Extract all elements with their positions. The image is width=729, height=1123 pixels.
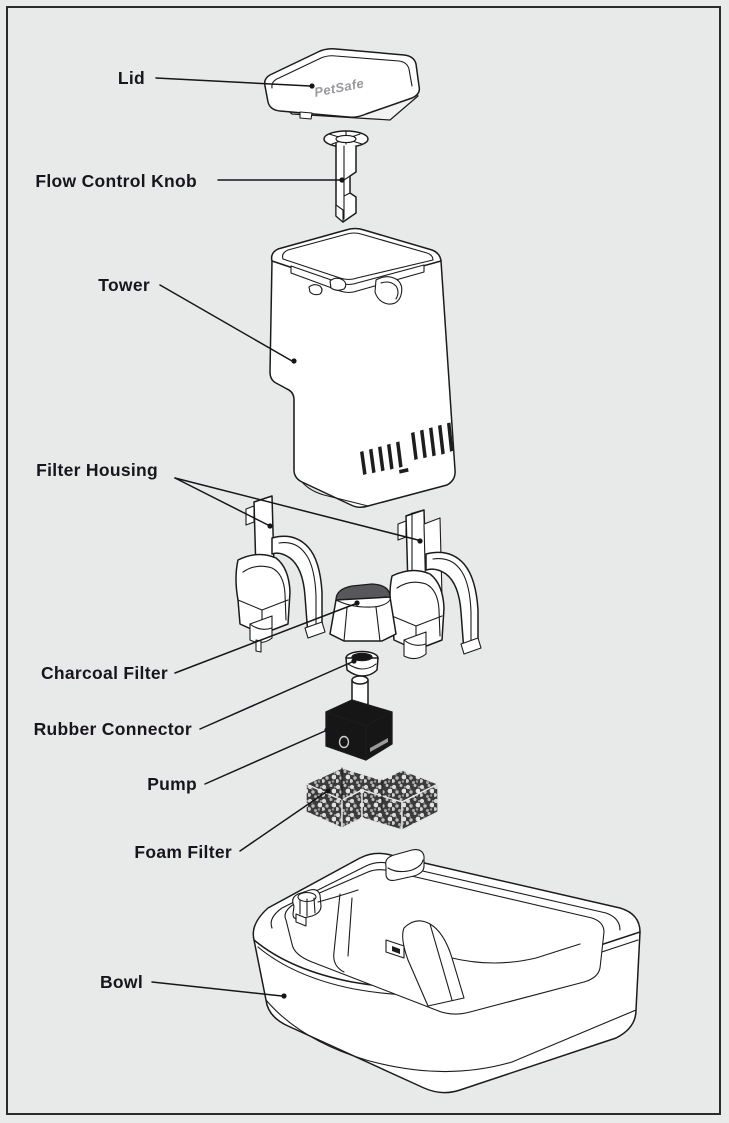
part-lid: PetSafe <box>263 48 421 121</box>
label-lid: Lid <box>118 68 145 88</box>
part-filter-housing-left <box>235 495 326 653</box>
tower-vent-slots-left <box>360 441 403 475</box>
part-charcoal-filter <box>329 583 397 642</box>
callout-rubber-connector: Rubber Connector <box>34 658 357 739</box>
leader-dot-filter-housing-right <box>417 538 423 544</box>
leader-dot-foam-filter <box>325 788 331 794</box>
callout-foam-filter: Foam Filter <box>134 788 331 862</box>
leader-line-tower <box>159 284 293 362</box>
leader-line-filter-housing-left <box>174 477 269 526</box>
part-tower <box>269 227 456 509</box>
tower-vent-slots-right <box>411 422 454 460</box>
leader-dot-filter-housing-left <box>267 523 273 529</box>
part-filter-housing-right <box>389 509 482 660</box>
leader-dot-flow-control-knob <box>339 177 345 183</box>
part-rubber-connector <box>345 650 379 677</box>
label-filter-housing: Filter Housing <box>36 460 158 480</box>
leader-dot-tower <box>291 358 297 364</box>
label-foam-filter: Foam Filter <box>134 842 232 862</box>
label-bowl: Bowl <box>100 972 143 992</box>
leader-dot-charcoal-filter <box>354 600 360 606</box>
leader-line-bowl <box>151 981 283 997</box>
callout-charcoal-filter: Charcoal Filter <box>41 600 360 683</box>
leader-line-pump <box>204 730 326 785</box>
leader-dot-lid <box>309 83 315 89</box>
callout-filter-housing: Filter Housing <box>36 460 423 544</box>
callout-lid: Lid <box>118 68 315 89</box>
leader-line-rubber-connector <box>199 661 353 730</box>
leader-dot-pump <box>324 727 330 733</box>
label-tower: Tower <box>98 275 150 295</box>
leader-line-lid <box>155 77 311 87</box>
label-flow-control-knob: Flow Control Knob <box>35 171 197 191</box>
callout-flow-control-knob: Flow Control Knob <box>35 171 345 191</box>
callout-bowl: Bowl <box>100 972 287 999</box>
leader-line-foam-filter <box>239 791 327 852</box>
leader-dot-rubber-connector <box>351 658 357 664</box>
part-foam-filter <box>305 767 439 831</box>
label-charcoal-filter: Charcoal Filter <box>41 663 168 683</box>
leader-dot-bowl <box>281 993 287 999</box>
label-rubber-connector: Rubber Connector <box>34 719 192 739</box>
part-flow-control-knob <box>323 130 369 223</box>
part-pump <box>325 675 393 761</box>
callout-layer: Lid Flow Control Knob Tower Filter Hou <box>34 68 423 999</box>
label-pump: Pump <box>147 774 197 794</box>
callout-tower: Tower <box>98 275 297 364</box>
callout-pump: Pump <box>147 727 330 794</box>
leader-line-filter-housing-right <box>174 477 419 541</box>
part-bowl <box>252 849 641 1094</box>
leader-line-charcoal-filter <box>174 603 356 674</box>
